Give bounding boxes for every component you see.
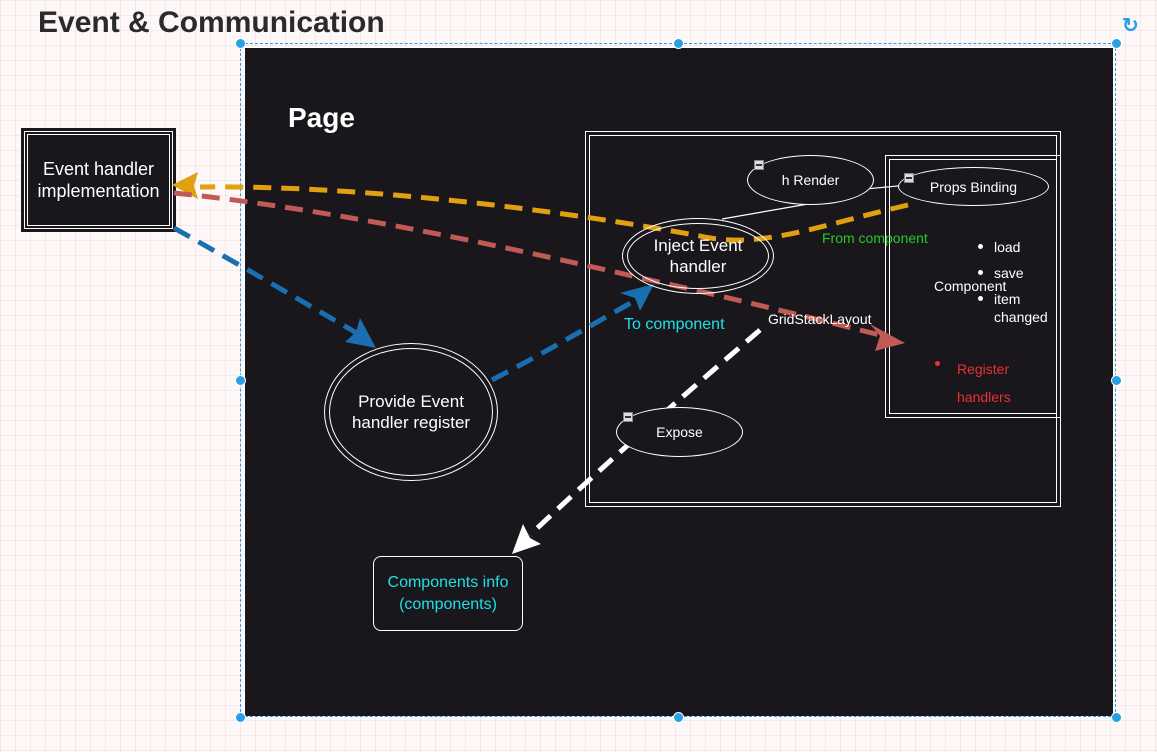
resize-handle-left[interactable] (235, 375, 246, 386)
expose-arrowhead (512, 524, 541, 554)
resize-handle-bottom-right[interactable] (1111, 712, 1122, 723)
component-container[interactable] (885, 155, 1061, 418)
page-label: Page (288, 102, 355, 133)
list-item: save (994, 265, 1024, 281)
expose-label: Expose (656, 424, 703, 440)
inject-to-h-render-link (721, 203, 809, 220)
to-component-arrowhead (620, 284, 654, 311)
provide-label: Provide Event handler register (351, 392, 471, 432)
h-render-node[interactable]: h Render (747, 155, 874, 205)
register-handlers-label: Register handlers (957, 361, 1011, 405)
list-bullet (978, 244, 983, 249)
page-title: Event & Communication (38, 6, 385, 39)
expose-node[interactable]: Expose (616, 407, 743, 457)
h-render-label: h Render (781, 172, 840, 188)
list-bullet (935, 361, 940, 366)
event-handler-implementation-label: Event handler implementation (37, 159, 160, 201)
impl-to-provide-arrowhead (345, 318, 376, 348)
event-handler-implementation-node[interactable]: Event handler implementation (23, 130, 174, 230)
impl-to-provide-arrow (172, 225, 362, 338)
provide-node[interactable]: Provide Event handler register (324, 343, 498, 481)
component-label: Component (934, 278, 1007, 294)
resize-handle-bottom[interactable] (673, 712, 684, 723)
from-component-label: From component (822, 230, 928, 246)
components-info-label: Components info (components) (387, 573, 509, 613)
props-binding-node[interactable]: Props Binding (898, 167, 1049, 206)
props-binding-label: Props Binding (929, 178, 1018, 195)
collapse-icon[interactable] (904, 173, 914, 183)
from-component-arrowhead (172, 172, 198, 199)
gridstack-layout-label: GridStackLayout (768, 311, 872, 327)
resize-handle-top[interactable] (673, 38, 684, 49)
resize-handle-right[interactable] (1111, 375, 1122, 386)
list-item: load (994, 239, 1021, 255)
rotate-icon[interactable]: ↻ (1122, 15, 1139, 37)
list-bullet (978, 270, 983, 275)
register-arrowhead (870, 324, 905, 351)
from-component-arrow (199, 184, 909, 243)
to-component-label: To component (624, 316, 725, 333)
inject-label: Inject Event handler (653, 236, 743, 276)
resize-handle-top-left[interactable] (235, 38, 246, 49)
resize-handle-top-right[interactable] (1111, 38, 1122, 49)
list-bullet (978, 296, 983, 301)
inject-node[interactable]: Inject Event handler (622, 218, 774, 294)
list-item: item changed (994, 291, 1048, 325)
collapse-icon[interactable] (623, 412, 633, 422)
collapse-icon[interactable] (754, 160, 764, 170)
to-component-arrow (490, 297, 638, 383)
resize-handle-bottom-left[interactable] (235, 712, 246, 723)
components-info-node[interactable]: Components info (components) (373, 556, 523, 631)
